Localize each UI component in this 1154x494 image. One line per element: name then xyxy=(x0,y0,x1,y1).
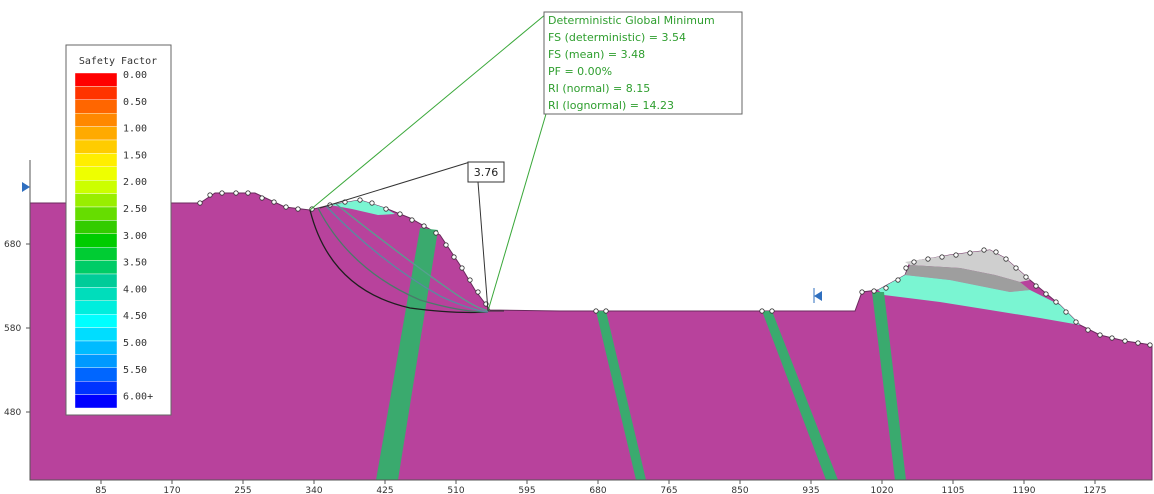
global-min-ri-lognormal: RI (lognormal) = 14.23 xyxy=(548,99,674,112)
upper-layer-right xyxy=(878,275,1080,325)
gray-band-right xyxy=(905,265,1030,292)
legend-swatch xyxy=(74,99,118,114)
x-tick-label: 1190 xyxy=(1013,486,1036,494)
x-axis xyxy=(30,479,1152,484)
y-tick-label: 680 xyxy=(4,240,21,250)
x-tick-label: 170 xyxy=(163,486,180,494)
x-tick-label: 850 xyxy=(731,486,748,494)
fs-label-value: 3.76 xyxy=(474,166,499,179)
soil-main-body xyxy=(29,192,1153,481)
x-tick-label: 595 xyxy=(518,486,535,494)
legend-swatch xyxy=(74,246,118,261)
legend-label: 3.00 xyxy=(123,231,147,242)
legend-swatch xyxy=(74,394,118,409)
global-min-pf: PF = 0.00% xyxy=(548,65,612,78)
slip-surfaces xyxy=(309,203,491,314)
legend-label: 0.00 xyxy=(123,70,147,81)
legend-label: 2.50 xyxy=(123,204,147,215)
global-minimum-info-box: Deterministic Global Minimum FS (determi… xyxy=(543,11,743,115)
dike-4 xyxy=(872,292,906,480)
legend-label: 5.00 xyxy=(123,338,147,349)
legend-swatch xyxy=(74,381,118,395)
x-tick-label: 935 xyxy=(802,486,819,494)
x-tick-label: 255 xyxy=(234,486,251,494)
legend-label: 3.50 xyxy=(123,258,147,269)
y-tick-label: 580 xyxy=(4,324,21,334)
legend-label: 0.50 xyxy=(123,97,147,108)
legend-swatch xyxy=(74,193,118,208)
legend-swatch xyxy=(74,153,118,167)
legend-swatch xyxy=(74,260,118,275)
legend-swatch xyxy=(74,287,118,301)
legend-swatch xyxy=(74,179,118,194)
x-tick-label: 680 xyxy=(589,486,606,494)
legend-swatches: 0.00 0.50 1.00 1.50 2.00 2.50 3.00 3.50 4.00 4.50… xyxy=(74,70,153,409)
leader-lines xyxy=(309,13,547,312)
x-tick-label: 765 xyxy=(660,486,677,494)
legend-swatch xyxy=(74,300,118,315)
legend-swatch xyxy=(74,367,118,382)
y-tick-label: 480 xyxy=(4,408,21,418)
safety-factor-legend: Safety Factor 0.00 0.50 1.00 1.50 2.00 2.50 3.… xyxy=(65,44,172,416)
boundary-vertices xyxy=(197,190,1153,348)
legend-label: 2.00 xyxy=(123,177,147,188)
legend-label: 1.00 xyxy=(123,124,147,135)
legend-label: 1.50 xyxy=(123,150,147,161)
legend-swatch xyxy=(74,126,118,141)
water-marker-right xyxy=(814,291,822,301)
legend-swatch xyxy=(74,340,118,355)
legend-swatch xyxy=(74,166,118,181)
x-tick-label: 1105 xyxy=(942,486,965,494)
legend-title: Safety Factor xyxy=(79,56,157,67)
legend-swatch xyxy=(74,72,118,87)
legend-label: 6.00+ xyxy=(123,392,153,403)
legend-label: 4.50 xyxy=(123,311,147,322)
x-tick-label: 510 xyxy=(447,486,464,494)
legend-swatch xyxy=(74,206,118,221)
legend-swatch xyxy=(74,220,118,234)
legend-swatch xyxy=(74,139,118,154)
legend-swatch xyxy=(74,86,118,101)
global-min-ri-normal: RI (normal) = 8.15 xyxy=(548,82,650,95)
fs-label-box: 3.76 xyxy=(467,161,505,183)
y-axis xyxy=(26,160,31,480)
legend-label: 5.50 xyxy=(123,365,147,376)
x-tick-label: 425 xyxy=(376,486,393,494)
dike-2 xyxy=(596,311,646,480)
x-tick-label: 1020 xyxy=(871,486,894,494)
x-tick-label: 85 xyxy=(95,486,106,494)
legend-swatch xyxy=(74,233,118,248)
legend-swatch xyxy=(74,327,118,342)
legend-swatch xyxy=(74,354,118,368)
legend-swatch xyxy=(74,273,118,288)
global-min-title: Deterministic Global Minimum xyxy=(548,14,715,27)
global-min-fs-mean: FS (mean) = 3.48 xyxy=(548,48,645,61)
legend-swatch xyxy=(74,112,118,127)
dike-1 xyxy=(376,228,438,480)
legend-swatch xyxy=(74,314,118,328)
gray-cap-right xyxy=(905,250,1030,282)
x-tick-label: 340 xyxy=(305,486,322,494)
legend-label: 4.00 xyxy=(123,284,147,295)
x-tick-label: 1275 xyxy=(1084,486,1107,494)
water-marker-left xyxy=(22,182,30,192)
global-min-fs-deterministic: FS (deterministic) = 3.54 xyxy=(548,31,686,44)
dike-3 xyxy=(762,311,838,480)
